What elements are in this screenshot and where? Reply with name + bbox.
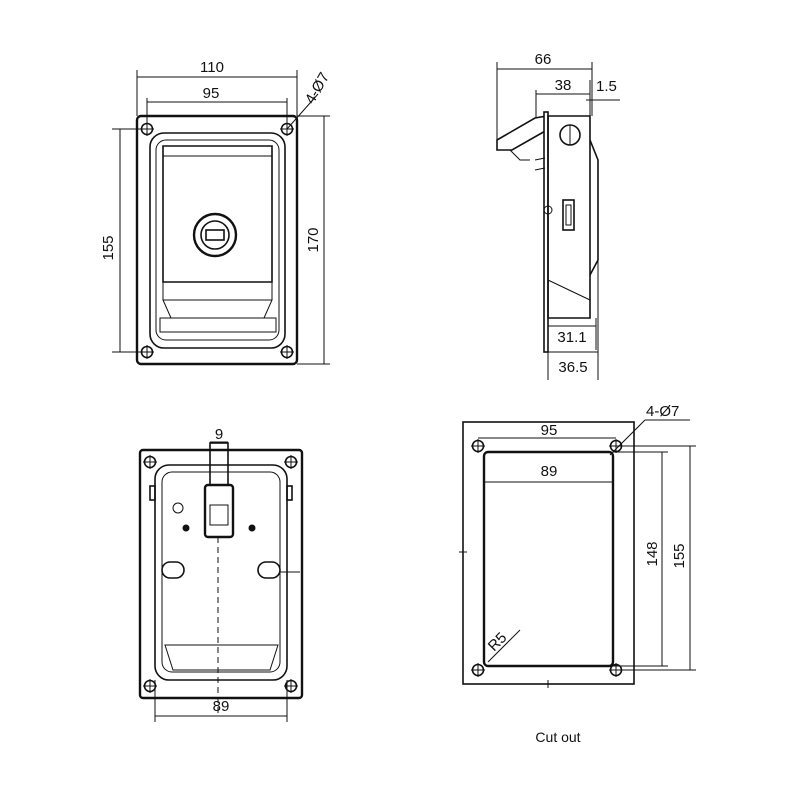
- front-view: 110 95 4-Ø7 155 170: [100, 59, 333, 366]
- cutout-view: 95 4-Ø7 89 148 155 R5 Cut out: [459, 403, 696, 745]
- front-recess: [149, 132, 286, 349]
- cutout-dim-hole-height: 155: [671, 543, 688, 568]
- cutout-dim-radius: R5: [485, 629, 511, 655]
- front-dim-overall-width: 110: [200, 59, 224, 76]
- back-pan: [154, 464, 288, 681]
- back-right-slot: [257, 561, 281, 579]
- cutout-dim-hole-spacing: 95: [541, 422, 558, 439]
- side-latch-slot: [562, 199, 575, 231]
- front-flange: [135, 114, 299, 366]
- front-dim-holes: 4-Ø7: [302, 70, 333, 107]
- side-dim-depth: 66: [535, 51, 552, 68]
- side-dim-plate: 1.5: [596, 78, 617, 95]
- back-dim-tongue: 9: [215, 426, 223, 443]
- side-dim-body: 31.1: [557, 329, 586, 346]
- back-left-slot: [161, 561, 185, 579]
- front-dim-hole-height: 155: [100, 235, 117, 260]
- side-handle: [496, 115, 548, 151]
- side-body: [547, 115, 591, 319]
- front-dim-hole-spacing: 95: [203, 85, 220, 102]
- back-mounting-holes: [143, 455, 298, 693]
- cutout-opening: [482, 450, 615, 668]
- lock-cylinder-icon: [192, 212, 238, 258]
- cutout-dim-height: 148: [644, 541, 661, 566]
- back-latch-housing: [203, 483, 235, 539]
- back-view: 9 89: [138, 426, 304, 722]
- back-dim-width: 89: [213, 698, 230, 715]
- cutout-dim-width: 89: [541, 463, 558, 480]
- cutout-dim-holes: 4-Ø7: [646, 403, 679, 420]
- cutout-caption: Cut out: [535, 729, 580, 745]
- back-flange: [138, 448, 304, 700]
- side-view: 66 38 1.5 31.1 36.5: [496, 51, 620, 380]
- side-dim-total: 36.5: [558, 359, 587, 376]
- front-dim-overall-height: 170: [305, 227, 322, 252]
- side-dim-handle: 38: [555, 77, 572, 94]
